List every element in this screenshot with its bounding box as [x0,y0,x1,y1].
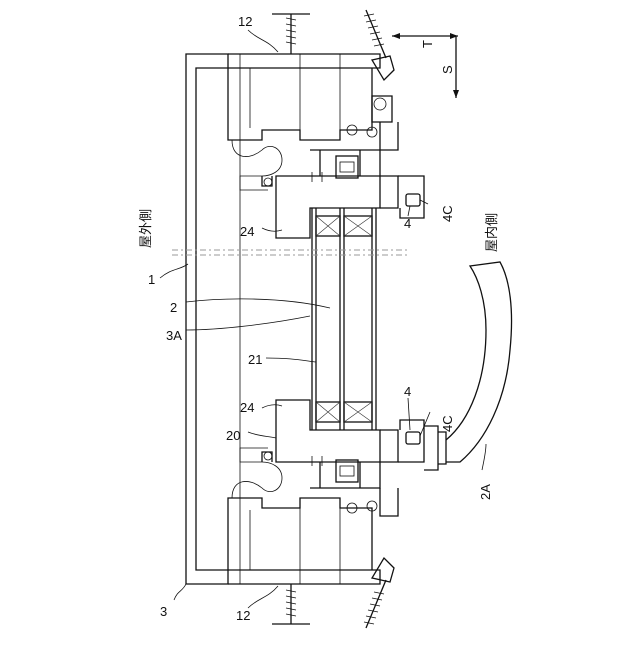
ref-4c-bottom-label: 4C [440,415,455,432]
ref-4-top-label: 4 [404,216,411,231]
sash-frame-top [276,96,424,238]
ref-21-label: 21 [248,352,262,367]
ref-3a-label: 3A [166,328,182,343]
spacer-bottom [316,402,372,422]
spacer-top [316,216,372,236]
screw-bottom-left [272,584,310,624]
ref-24-bottom-label: 24 [240,400,254,415]
screw-bottom-right [364,558,394,628]
glass-panes [312,208,376,430]
direction-s-label: S [440,65,455,74]
direction-t-label: T [420,40,435,48]
outer-frame-profile [186,54,380,584]
reference-labels: 12 12 1 2 3A 21 24 24 20 3 4 4 4C 4C 2A [148,14,493,623]
ref-4c-top-label: 4C [440,205,455,222]
ref-1-label: 1 [148,272,155,287]
ref-3-label: 3 [160,604,167,619]
leader-lines [160,30,486,608]
ref-24-top-label: 24 [240,224,254,239]
handle [424,262,512,470]
ref-12-top-label: 12 [238,14,252,29]
ref-2a-label: 2A [478,484,493,500]
break-line [172,250,410,255]
indoor-side-label: 屋内側 [484,213,499,252]
ref-20-label: 20 [226,428,240,443]
screw-top-left [272,14,310,54]
ref-4-bottom-label: 4 [404,384,411,399]
screw-top-right [364,10,394,80]
ref-12-bottom-label: 12 [236,608,250,623]
direction-letters: T S [420,40,455,74]
outdoor-side-label: 屋外側 [138,209,153,248]
ref-2-label: 2 [170,300,177,315]
